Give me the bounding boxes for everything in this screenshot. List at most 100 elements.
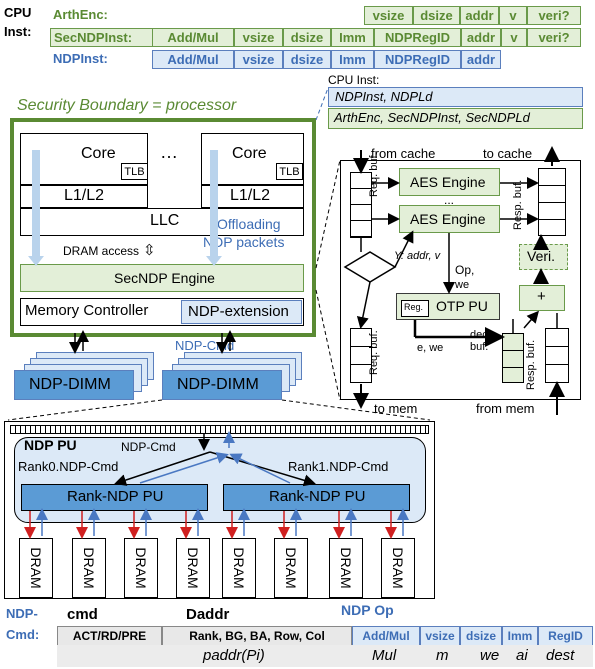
cpu-inst-box-title: CPU Inst: <box>328 73 380 87</box>
arthenc-field: v <box>499 6 527 25</box>
to-mem-label: to mem <box>374 401 418 416</box>
arthenc-field: veri? <box>527 6 581 25</box>
from-cache-label: from cache <box>371 146 436 161</box>
zoom-line <box>315 87 329 121</box>
to-cache-label: to cache <box>483 146 533 161</box>
cpu-inst-box-line2-box <box>328 108 583 129</box>
op-label-2: we <box>455 279 470 291</box>
ndp-cmd-cell: Add/Mul <box>352 626 420 646</box>
core-left-label: Core <box>81 145 116 162</box>
cmd-header: cmd <box>67 606 98 623</box>
ndp-cmd-bottom: m <box>436 647 449 664</box>
cpu-inst-box-line1: NDPInst, NDPLd <box>335 89 433 104</box>
dram-chip-label: DRAM <box>28 547 44 589</box>
offloading-line2: NDP packets <box>203 234 285 250</box>
secndpinst-name: SecNDPInst: <box>50 28 152 47</box>
rank-pu-right-box <box>223 484 410 511</box>
dram-chip: DRAM <box>72 538 106 598</box>
veri-label: Veri. <box>527 248 556 264</box>
dram-chip-label: DRAM <box>185 547 201 589</box>
ndp-cmd-bottom: Mul <box>372 647 397 664</box>
tlb-right: TLB <box>276 163 303 180</box>
dram-chip: DRAM <box>381 538 415 598</box>
arthenc-name: ArthEnc: <box>53 7 108 22</box>
dram-chip: DRAM <box>274 538 308 598</box>
reg-label: Reg. <box>404 302 424 312</box>
ndp-extension-label: NDP-extension <box>188 303 289 320</box>
llc-box <box>20 208 304 236</box>
dimm-left-label: NDP-DIMM <box>29 376 111 393</box>
resp-buf-top <box>538 168 566 236</box>
aes-engine-1-label: AES Engine <box>410 174 486 190</box>
dram-chip: DRAM <box>222 538 256 598</box>
ndp-cmd-cell: Rank, BG, BA, Row, Col <box>162 626 352 646</box>
otp-pu-label: OTP PU <box>436 298 488 314</box>
tlb-left: TLB <box>121 163 148 180</box>
rank-pu-left-label: Rank-NDP PU <box>67 488 164 505</box>
secndpinst-field: NDPRegID <box>374 28 461 47</box>
ndp-cmd-bottom: ai <box>516 647 528 664</box>
ndp-cmd-bottom: we <box>480 647 500 664</box>
y-addr-label: Y: addr, v <box>394 250 441 262</box>
cores-ellipsis: … <box>160 142 178 162</box>
rank0-label: Rank0.NDP-Cmd <box>18 459 119 474</box>
dram-chip-label: DRAM <box>390 547 406 589</box>
secndpinst-field: veri? <box>527 28 581 47</box>
ndp-cmd-dimm-label: NDP-Cmd <box>175 338 235 353</box>
plus-box <box>519 285 565 311</box>
secndpinst-field: dsize <box>283 28 331 47</box>
arthenc-field: vsize <box>364 6 413 25</box>
dec-buf-2: buf. <box>470 341 489 353</box>
aes-engine-2-label: AES Engine <box>410 211 486 227</box>
cpu-inst-label-2: Inst: <box>4 24 32 39</box>
ndp-cmd-bottom: paddr(Pi) <box>203 647 265 664</box>
secndpinst-field: vsize <box>234 28 283 47</box>
dimm-detail-box <box>4 421 435 599</box>
ndp-cmd-cell: dsize <box>460 626 502 646</box>
offloading-line1: Offloading <box>217 216 281 232</box>
processor-box <box>10 118 316 337</box>
plus-label: + <box>537 288 546 305</box>
zoom-line <box>315 289 341 401</box>
dram-chip-label: DRAM <box>81 547 97 589</box>
tlb-left-label: TLB <box>124 166 145 178</box>
daddr-header: Daddr <box>186 606 230 623</box>
reg-box <box>401 300 429 317</box>
ndpinst-field: NDPRegID <box>374 50 461 69</box>
secndp-engine-label: SecNDP Engine <box>114 270 215 286</box>
arthenc-field: dsize <box>413 6 460 25</box>
l1l2-left-box <box>20 185 148 208</box>
cpu-inst-box-line1-box <box>328 87 583 107</box>
cpu-inst-label-1: CPU <box>4 5 32 20</box>
ndpinst-field: vsize <box>234 50 283 69</box>
secndpinst-field: v <box>501 28 527 47</box>
ndp-pu-cmd-label: NDP-Cmd <box>121 440 176 454</box>
dram-chip-label: DRAM <box>231 547 247 589</box>
ndp-pu-label: NDP PU <box>24 437 77 453</box>
ndp-cmd-cell: ACT/RD/PRE <box>57 626 162 646</box>
e-we-label: e, we <box>417 342 444 354</box>
dimm-right <box>162 370 282 400</box>
security-boundary-label: Security Boundary = processor <box>17 97 237 114</box>
ndpinst-field: addr <box>461 50 501 69</box>
ndpinst-field: dsize <box>283 50 331 69</box>
dimm-right-label: NDP-DIMM <box>177 376 259 393</box>
resp-buf-bottom <box>545 328 569 383</box>
ndp-extension-box <box>181 300 302 324</box>
aes-engine-2-box <box>399 205 500 233</box>
rank-pu-right-label: Rank-NDP PU <box>269 488 366 505</box>
l1l2-left-label: L1/L2 <box>64 187 105 204</box>
dram-chip-label: DRAM <box>283 547 299 589</box>
dram-chip: DRAM <box>19 538 53 598</box>
dram-chip-label: DRAM <box>338 547 354 589</box>
ndp-cmd-cell: vsize <box>420 626 460 646</box>
resp-buf-top-label: Resp. buf. <box>512 179 524 230</box>
ndpinst-name: NDPInst: <box>53 51 108 66</box>
dram-access-arrow-icon: ⇳ <box>143 242 156 259</box>
core-right-label: Core <box>232 145 267 162</box>
rank1-label: Rank1.NDP-Cmd <box>288 459 389 474</box>
dec-buf-1: dec. <box>470 329 491 341</box>
dram-access-label: DRAM access <box>63 244 140 258</box>
dram-chip-label: DRAM <box>133 547 149 589</box>
engine-detail-box <box>340 160 581 400</box>
